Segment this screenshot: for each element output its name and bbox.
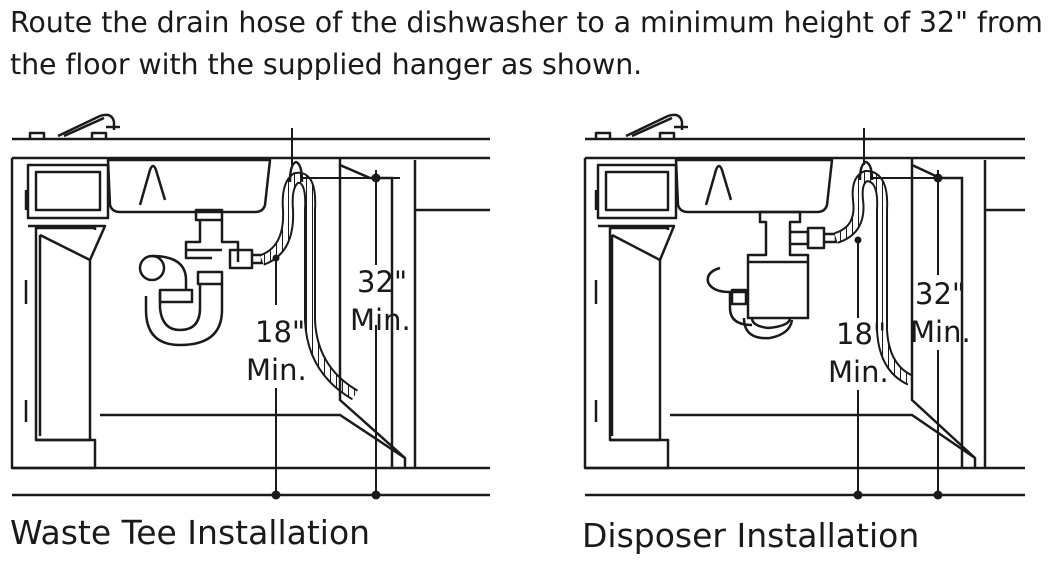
drain-hose — [833, 169, 913, 386]
instruction-text: Route the drain hose of the dishwasher t… — [10, 2, 1050, 86]
instruction-line-1: Route the drain hose of the dishwasher t… — [10, 6, 1043, 39]
left-cabinet — [583, 158, 678, 470]
dishwasher-opening — [670, 158, 1025, 468]
dimension-32-value: 32" — [357, 265, 407, 299]
hose-hanger — [858, 160, 874, 181]
faucet-icon — [57, 113, 120, 138]
waste-tee-pipe — [138, 208, 240, 347]
dimension-18-unit: Min. — [246, 353, 307, 387]
sink-basin — [106, 158, 272, 214]
instruction-line-2: the floor with the supplied hanger as sh… — [10, 48, 643, 81]
hose-hanger — [288, 160, 304, 183]
faucet-icon — [625, 113, 688, 138]
dimension-32-unit: Min. — [910, 315, 971, 349]
countertop — [585, 131, 1025, 160]
dimension-32-line — [291, 128, 400, 495]
floor-line — [12, 466, 490, 497]
floor-line — [585, 466, 1025, 497]
disposer-unit — [706, 210, 810, 340]
sink-basin — [674, 158, 834, 214]
caption-disposer: Disposer Installation — [582, 516, 920, 555]
dimension-18-unit: Min. — [828, 355, 889, 389]
hose-connector — [790, 226, 838, 250]
dimension-18-value: 18" — [836, 317, 886, 351]
caption-waste-tee: Waste Tee Installation — [10, 513, 371, 552]
dimension-32-line — [863, 128, 962, 495]
dimension-18-value: 18" — [255, 315, 305, 349]
countertop — [12, 131, 490, 160]
drain-hose — [259, 171, 359, 401]
dimension-32-value: 32" — [915, 277, 965, 311]
dimension-32-unit: Min. — [350, 303, 411, 337]
